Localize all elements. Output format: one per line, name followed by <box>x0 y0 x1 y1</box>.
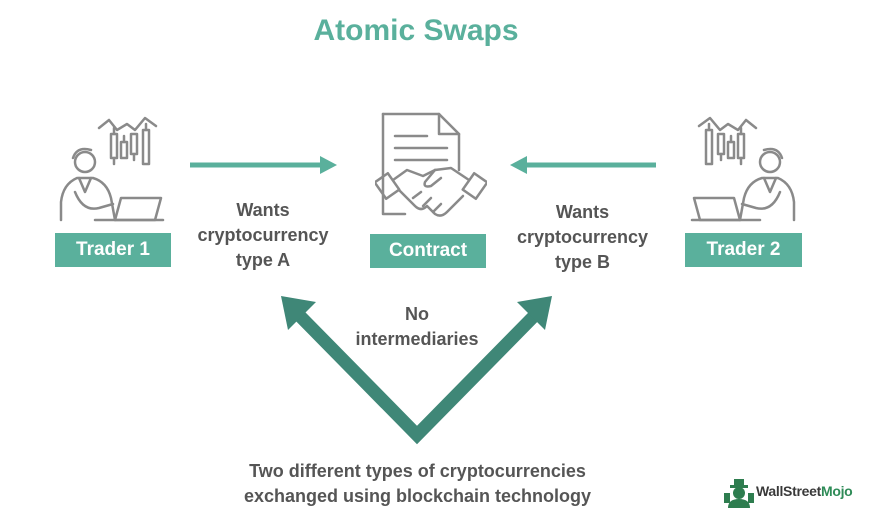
label-line: Wants <box>555 202 610 222</box>
logo-text: WallStreetMojo <box>756 483 853 499</box>
label-line: No <box>405 304 429 324</box>
logo-text-part1: WallStreet <box>756 483 821 499</box>
contract-handshake-icon <box>375 110 487 228</box>
v-shaped-arrows <box>281 296 552 445</box>
logo-mascot-icon <box>724 479 754 508</box>
label-line: Wants <box>236 200 290 220</box>
label-line: exchanged using blockchain technology <box>243 486 592 506</box>
label-line: Two different types of cryptocurrencies <box>249 461 586 481</box>
trader-2-icon <box>688 112 800 227</box>
label-bottom-caption: Two different types of cryptocurrencies … <box>190 459 645 509</box>
logo-text-part2: Mojo <box>820 483 853 499</box>
label-wants-type-a: Wants cryptocurrency type A <box>188 198 338 273</box>
trader-1-icon <box>55 112 167 227</box>
label-wants-type-b: Wants cryptocurrency type B <box>505 200 660 275</box>
label-line: intermediaries <box>355 329 479 349</box>
diagram-title: Atomic Swaps <box>313 14 519 47</box>
arrow-trader1-to-contract <box>190 156 337 174</box>
contract-box: Contract <box>370 234 486 268</box>
label-line: cryptocurrency <box>197 225 329 245</box>
label-line: type B <box>554 252 610 272</box>
label-line: type A <box>235 250 291 270</box>
arrow-trader2-to-contract <box>510 156 656 174</box>
label-line: cryptocurrency <box>516 227 649 247</box>
trader-2-box: Trader 2 <box>685 233 802 267</box>
trader-1-box: Trader 1 <box>55 233 171 267</box>
label-no-intermediaries: No intermediaries <box>337 302 497 352</box>
